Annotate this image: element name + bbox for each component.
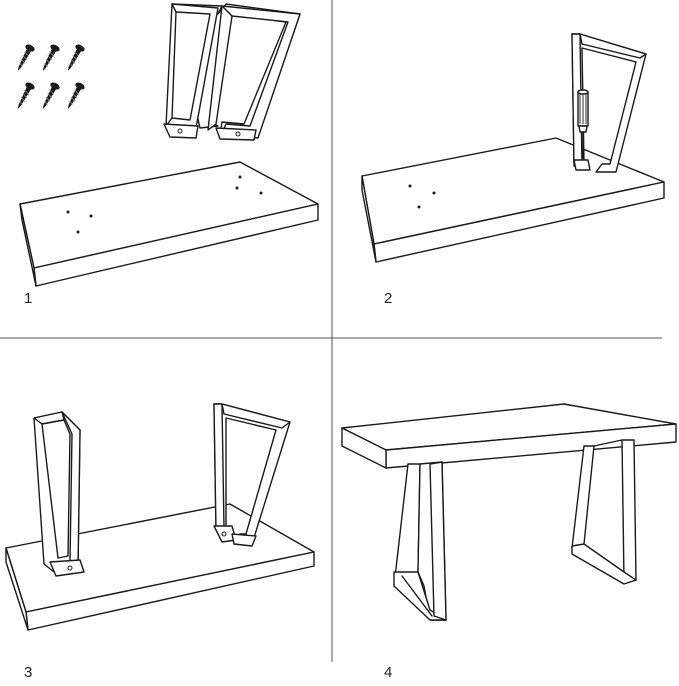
step-1-legs <box>163 3 301 141</box>
screw-icon <box>17 44 85 109</box>
step-3-right-leg <box>213 403 291 547</box>
step-2-panel <box>361 33 665 263</box>
step-1-panel <box>17 3 319 287</box>
screwdriver-icon <box>577 89 589 159</box>
step-number-2: 2 <box>384 290 393 307</box>
step-number-1: 1 <box>24 290 33 307</box>
step-4-left-leg <box>393 461 447 621</box>
step-2-leg <box>571 33 647 173</box>
step-3-left-leg <box>33 411 85 577</box>
step-4-right-leg <box>571 439 637 585</box>
step-number-3: 3 <box>24 664 33 681</box>
step-4-tabletop <box>341 403 677 469</box>
step-number-4: 4 <box>384 664 393 681</box>
step-3-board <box>5 503 315 631</box>
step-1-board <box>19 161 319 287</box>
step-3-panel <box>5 403 315 631</box>
step-4-panel <box>341 403 677 621</box>
